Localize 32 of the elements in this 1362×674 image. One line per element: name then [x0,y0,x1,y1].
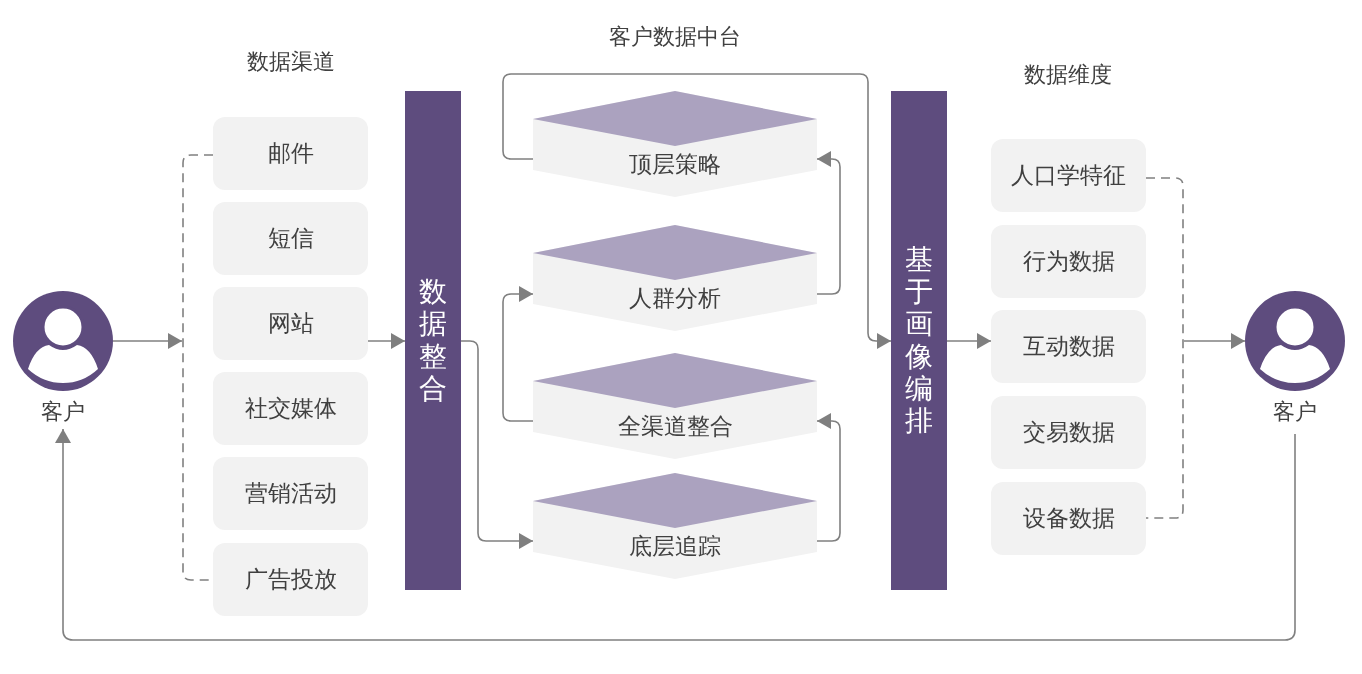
channel-box: 营销活动 [213,457,368,530]
channel-box: 设备数据 [991,482,1146,555]
arrow [55,428,1296,641]
channel-box: 短信 [213,202,368,275]
channel-box: 交易数据 [991,396,1146,469]
channel-box: 人口学特征 [991,139,1146,212]
arrow [502,286,534,422]
layer-label: 人群分析 [629,284,721,313]
channel-box: 邮件 [213,117,368,190]
arrow [460,340,534,549]
channel-box: 社交媒体 [213,372,368,445]
channel-box: 互动数据 [991,310,1146,383]
layer-label: 全渠道整合 [617,412,733,441]
arrow [367,333,406,349]
channel-box: 行为数据 [991,225,1146,298]
arrow [816,413,841,542]
layer-label: 顶层策略 [629,150,721,179]
arrow [502,73,892,349]
layer-label: 底层追踪 [629,532,721,561]
arrow [1183,333,1246,349]
section-heading: 数据渠道 [247,48,335,76]
channel-box: 网站 [213,287,368,360]
vertical-bar: 数据整合 [405,91,461,590]
section-heading: 客户数据中台 [609,23,741,51]
arrow [946,333,992,349]
section-heading: 数据维度 [1024,61,1112,89]
arrow [816,151,841,295]
vertical-bar: 基于画像编排 [891,91,947,590]
node-label: 客户 [1273,398,1317,426]
arrow [112,333,183,349]
node-label: 客户 [41,398,85,426]
channel-box: 广告投放 [213,543,368,616]
